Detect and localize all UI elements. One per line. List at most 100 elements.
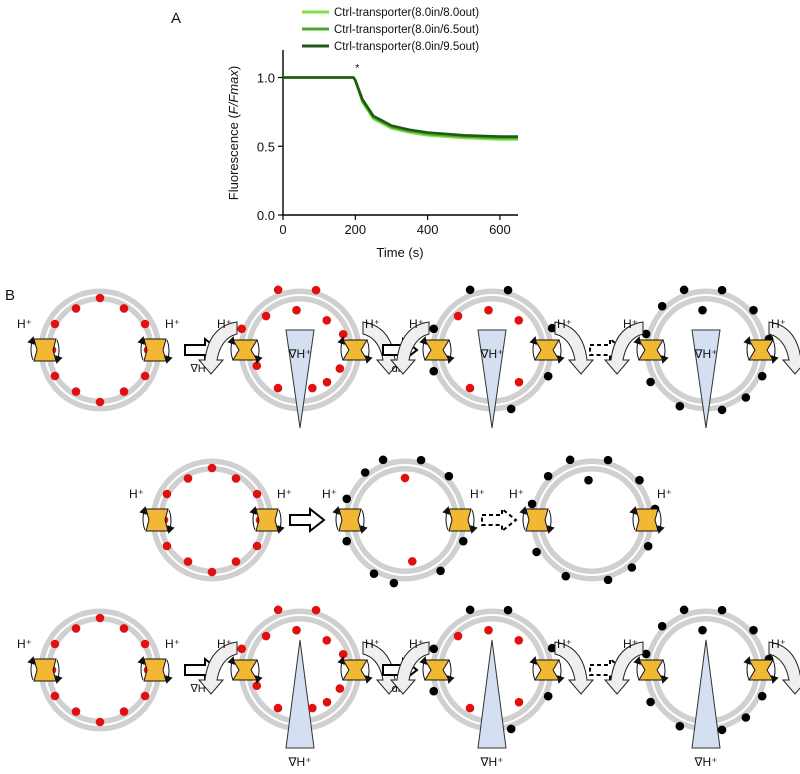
gradient-triangle [477, 329, 507, 429]
exchange-arrow [255, 339, 263, 364]
black-dot [657, 621, 667, 631]
h-plus-label: H⁺ [165, 317, 180, 331]
black-dot [698, 305, 707, 315]
exchange-arrow [629, 506, 637, 531]
transporter-icon [227, 656, 263, 684]
red-dot [322, 697, 332, 707]
h-plus-label: H⁺ [217, 637, 232, 651]
vesicle: H⁺ H⁺ [129, 458, 292, 582]
exchange-arrow [743, 336, 751, 361]
transporter-icon [137, 656, 173, 684]
red-dot [140, 319, 150, 329]
exchange-arrow [332, 506, 340, 531]
exchange-arrow [419, 336, 427, 361]
black-dot [527, 499, 537, 509]
gradient-label: ∇H⁺ [479, 347, 503, 361]
red-dot [50, 639, 60, 649]
black-dot [342, 494, 352, 504]
red-dot [140, 639, 150, 649]
exchange-arrow [661, 659, 669, 684]
transporter-icon [337, 336, 373, 364]
gradient-triangle [477, 639, 507, 749]
black-dot [369, 569, 379, 578]
exchange-arrow [365, 659, 373, 684]
black-dot [547, 323, 557, 333]
gradient-triangle [691, 329, 721, 429]
gradient-label: ∇H⁺ [287, 347, 311, 361]
black-dot [503, 285, 513, 295]
vesicle: H⁺H⁺ [17, 288, 180, 412]
transporter-body [232, 339, 258, 361]
h-plus-label: H⁺ [129, 487, 144, 501]
membrane-gap [44, 294, 156, 406]
transporter-body [424, 339, 450, 361]
exchange-arrow [529, 336, 537, 361]
transporter-icon [442, 506, 478, 534]
exchange-arrow [557, 339, 565, 364]
black-dot [641, 649, 651, 659]
h-plus-label: H⁺ [277, 487, 292, 501]
red-dot [50, 319, 60, 329]
red-dot [338, 649, 348, 659]
black-dot [675, 401, 685, 411]
red-dot [465, 703, 475, 713]
red-dot [252, 541, 262, 551]
exchange-arrow [519, 506, 527, 531]
red-dot [71, 707, 81, 716]
transporter-icon [633, 336, 669, 364]
black-dot [532, 547, 541, 557]
exchange-arrow [27, 336, 35, 361]
red-dot [292, 625, 301, 635]
transporter-icon [419, 336, 455, 364]
membrane-gap [156, 464, 268, 576]
red-dot [237, 324, 247, 334]
exchange-arrow [249, 506, 257, 531]
black-dot [717, 405, 727, 415]
x-tick-label: 600 [489, 222, 511, 237]
h-plus-label: H⁺ [771, 317, 786, 331]
transporter-body [255, 508, 279, 532]
red-dot [95, 613, 105, 623]
red-dot [453, 311, 463, 321]
legend-label: Ctrl-transporter(8.0in/9.5out) [334, 41, 479, 53]
red-dot [95, 397, 105, 407]
black-dot [360, 468, 370, 477]
exchange-arrow [360, 509, 368, 534]
h-plus-label: H⁺ [623, 637, 638, 651]
transporter-icon [27, 336, 63, 364]
transporter-icon [249, 506, 285, 534]
vesicle: H⁺H⁺∇H⁺ [197, 285, 403, 429]
red-dot [207, 567, 217, 577]
red-dot [407, 557, 417, 566]
black-dot [378, 455, 388, 465]
y-tick-label: 0.0 [257, 208, 275, 223]
black-dot [741, 713, 751, 722]
red-dot [119, 304, 129, 313]
transporter-icon [139, 506, 175, 534]
vesicle: H⁺H⁺∇H⁺ [197, 605, 403, 769]
transporter-icon [27, 656, 63, 684]
exchange-arrow [165, 339, 173, 364]
exchange-arrow [365, 339, 373, 364]
h-plus-label: H⁺ [409, 317, 424, 331]
red-dot [183, 474, 193, 483]
black-dot [506, 724, 516, 734]
transporter-body [424, 659, 450, 681]
exchange-arrow [661, 339, 669, 364]
h-plus-label: H⁺ [771, 637, 786, 651]
exchange-arrow [633, 336, 641, 361]
h-plus-label: H⁺ [557, 317, 572, 331]
transporter-icon [227, 336, 263, 364]
exchange-arrow [165, 659, 173, 684]
black-dot [646, 697, 655, 707]
y-axis-label: Fluorescence (F/Fmax) [226, 66, 241, 200]
proton-flux-arrow [554, 641, 595, 695]
red-dot [261, 631, 271, 641]
black-dot [675, 721, 685, 731]
membrane-gap [44, 614, 156, 726]
red-dot [273, 703, 283, 713]
transporter-body [232, 659, 258, 681]
black-dot [641, 329, 651, 339]
exchange-arrow [657, 509, 665, 534]
black-dot [543, 371, 553, 381]
